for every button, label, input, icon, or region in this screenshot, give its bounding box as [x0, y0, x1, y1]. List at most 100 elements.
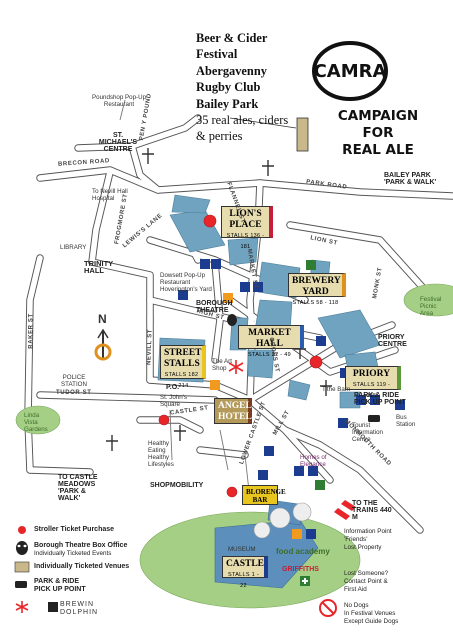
venue-castle[interactable]: CASTLE STALLS 1 - 22 [222, 556, 268, 589]
event-line6: 35 real ales, ciders [196, 113, 289, 128]
theatre-mask-icon [227, 314, 237, 326]
legend-dogs-2: In Festival Venues [344, 610, 396, 617]
venue-brewery-yard[interactable]: BREWERY YARD STALLS 58 - 118 [288, 273, 346, 306]
legend-brewin-dolphin: BREWIN DOLPHIN [60, 601, 98, 617]
camra-line3: REAL ALE [342, 142, 414, 158]
event-line2: Festival [196, 47, 238, 62]
venue-lions-place[interactable]: LION'S PLACE STALLS 136 - 181 [221, 206, 273, 250]
label-trinity-hall: TRINITY HALL [84, 259, 114, 275]
label-tourist: Tourist Information Centre [352, 422, 383, 443]
legend-dogs-3: Except Guide Dogs [344, 618, 399, 625]
event-line1: Beer & Cider [196, 31, 268, 45]
venue-priory-name: PRIORY [352, 369, 391, 379]
label-dowsett: Dowsett Pop-Up Restaurant Hoverington's … [160, 272, 212, 293]
venue-castle-name: CASTLE [226, 559, 265, 569]
road-baker-st: BAKER ST [28, 313, 35, 349]
label-priory-centre: PRIORY CENTRE [378, 334, 407, 348]
label-borough-theatre: BOROUGH THEATRE [196, 300, 233, 314]
legend-park-ride-2: PICK UP POINT [34, 586, 86, 593]
event-description: Beer & Cider Festival Abergavenny Rugby … [196, 30, 288, 145]
venue-market-hall[interactable]: MARKET HALL STALLS 22 - 49 [238, 325, 304, 358]
legend-info-2: 'Friends' [344, 536, 368, 543]
label-shopmobility: SHOPMOBILITY [150, 482, 204, 489]
trains-arrows [334, 500, 356, 520]
venue-brewery-yard-name: BREWERY YARD [292, 276, 341, 297]
legend-dogs: No Dogs In Festival Venues Except Guide … [344, 602, 398, 626]
no-dogs-icon [319, 599, 337, 617]
stroller-ticket-points[interactable] [158, 214, 323, 498]
label-trains: TO THE TRAINS 440 M [352, 500, 392, 521]
venue-blorenge-bar-name: BLORENGE BAR [246, 488, 286, 504]
legend-stroller-text: Stroller Ticket Purchase [34, 526, 115, 533]
venue-angel-hotel[interactable]: ANGEL HOTEL [214, 398, 252, 424]
venue-market-hall-name: MARKET HALL [248, 328, 291, 349]
legend-info-icons [292, 529, 316, 539]
venue-street-stalls-name: STREET STALLS [164, 348, 202, 369]
legend-park-ride-1: PARK & RIDE [34, 578, 79, 585]
first-aid-cross [302, 578, 308, 584]
legend-brewin-1: BREWIN [60, 601, 94, 608]
pointer-line [229, 117, 297, 129]
legend-box-office-1: Borough Theatre Box Office [34, 542, 128, 549]
label-bailey-park: BAILEY PARK 'PARK & WALK' [384, 172, 437, 186]
festival-site-marker[interactable] [296, 117, 309, 152]
venue-lions-place-name: LION'S PLACE [229, 209, 262, 230]
legend-ticketed-text: Individually Ticketed Venues [34, 563, 130, 570]
event-line5: Bailey Park [196, 96, 259, 111]
label-linda-vista: Linda Vista Gardens [24, 412, 48, 433]
event-line4: Rugby Club [196, 80, 261, 95]
sponsor-asterisk-map [228, 360, 244, 374]
legend-stroller-dot [18, 526, 26, 534]
label-library: LIBRARY [60, 244, 87, 251]
label-tithe-barn: Tithe Barn [322, 386, 351, 393]
legend-info-3: Lost Property [344, 544, 382, 551]
church-crosses [106, 148, 332, 451]
label-homes: Homes of Elegance [300, 454, 327, 468]
legend-asterisk-icon [15, 601, 29, 613]
camra-line2: FOR [362, 125, 394, 141]
label-st-michaels: ST. MICHAEL'S CENTRE [98, 132, 138, 153]
legend-dogs-1: No Dogs [344, 602, 369, 609]
legend-box-office: Borough Theatre Box Office Individually … [34, 542, 127, 558]
legend-box-office-2: Individually Ticketed Events [34, 550, 112, 557]
legend-lost-1: Lost Someone? [344, 570, 389, 577]
venue-lions-place-stalls: STALLS 136 - 181 [226, 233, 265, 250]
road-nevill-st: NEVILL ST [146, 328, 154, 366]
label-police: POLICE STATION [61, 374, 87, 388]
venue-angel-hotel-name: ANGEL HOTEL [218, 401, 252, 422]
legend-info-1: Information Point [344, 528, 392, 535]
camra-line1: CAMPAIGN [337, 108, 419, 124]
label-food-academy: food academy [276, 547, 330, 556]
venue-street-stalls[interactable]: STREET STALLS STALLS 182 - 214 [160, 345, 206, 389]
camra-slogan: CAMPAIGN FOR REAL ALE [318, 108, 438, 159]
venue-blorenge-bar[interactable]: BLORENGE BAR [242, 485, 286, 505]
label-post-office: P.O. [166, 384, 180, 391]
legend-info: Information Point 'Friends' Lost Propert… [344, 528, 392, 552]
brewin-dolphin-logo [48, 602, 58, 612]
legend-venue-swatch [14, 561, 30, 573]
label-bus-station: Bus Station [396, 414, 416, 428]
label-griffiths: GRIFFITHS [282, 566, 319, 573]
label-art-shop: The Art Shop [212, 358, 232, 372]
label-poundshop: Poundshop Pop-Up Restaurant [92, 94, 147, 108]
bus-icons[interactable] [15, 415, 380, 588]
legend-ticketed: Individually Ticketed Venues [34, 563, 129, 571]
north-arrow [94, 328, 112, 361]
legend-lost-2: Contact Point & [344, 578, 388, 585]
venue-priory[interactable]: PRIORY STALLS 119 - 135 [345, 366, 401, 399]
north-label: N [98, 312, 107, 326]
camra-logo-text: CAMRA [314, 61, 387, 82]
legend-park-ride: PARK & RIDE PICK UP POINT [34, 578, 86, 594]
label-castle-meadows: TO CASTLE MEADOWS 'PARK & WALK' [58, 474, 98, 502]
label-nevill-hall: To Nevill Hall Hospital [92, 188, 128, 202]
venue-brewery-yard-stalls: STALLS 58 - 118 [292, 300, 339, 306]
venue-street-stalls-stalls: STALLS 182 - 214 [164, 372, 199, 389]
camra-logo: CAMRA [312, 41, 388, 101]
amenity-icons[interactable] [178, 259, 405, 490]
label-st-johns: St. John's Square [160, 394, 187, 408]
legend-brewin-2: DOLPHIN [60, 609, 99, 616]
event-line3: Abergavenny [196, 63, 267, 78]
castle-tents [253, 502, 312, 539]
legend-box-office-icon [16, 541, 28, 555]
